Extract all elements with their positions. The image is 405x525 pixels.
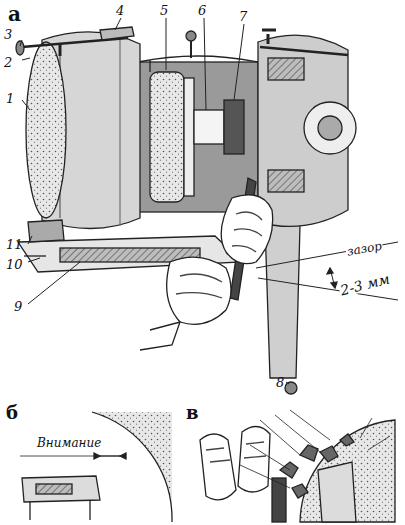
callout-number: 10	[6, 258, 23, 271]
panel-c	[200, 410, 395, 522]
panel-b	[20, 412, 172, 522]
callout-number: 7	[239, 10, 247, 23]
callout-number: 6	[198, 4, 206, 17]
callout-number: 8	[276, 376, 284, 389]
callout-number: 2	[4, 56, 12, 69]
warning-note: Внимание	[36, 437, 102, 449]
callout-number: 1	[6, 92, 14, 105]
callout-number: 9	[14, 300, 22, 313]
callout-number: 11	[6, 238, 23, 251]
dimension-note: зазор	[345, 240, 384, 258]
panel-a	[16, 18, 398, 394]
callout-number: 4	[116, 4, 124, 17]
dimension: 2-3 мм	[338, 271, 392, 297]
callout-number: 3	[4, 28, 12, 41]
callout-number: 5	[160, 4, 168, 17]
panel-letter: б	[6, 404, 18, 422]
panel-letter: а	[8, 4, 21, 24]
panel-letter: в	[186, 404, 199, 422]
